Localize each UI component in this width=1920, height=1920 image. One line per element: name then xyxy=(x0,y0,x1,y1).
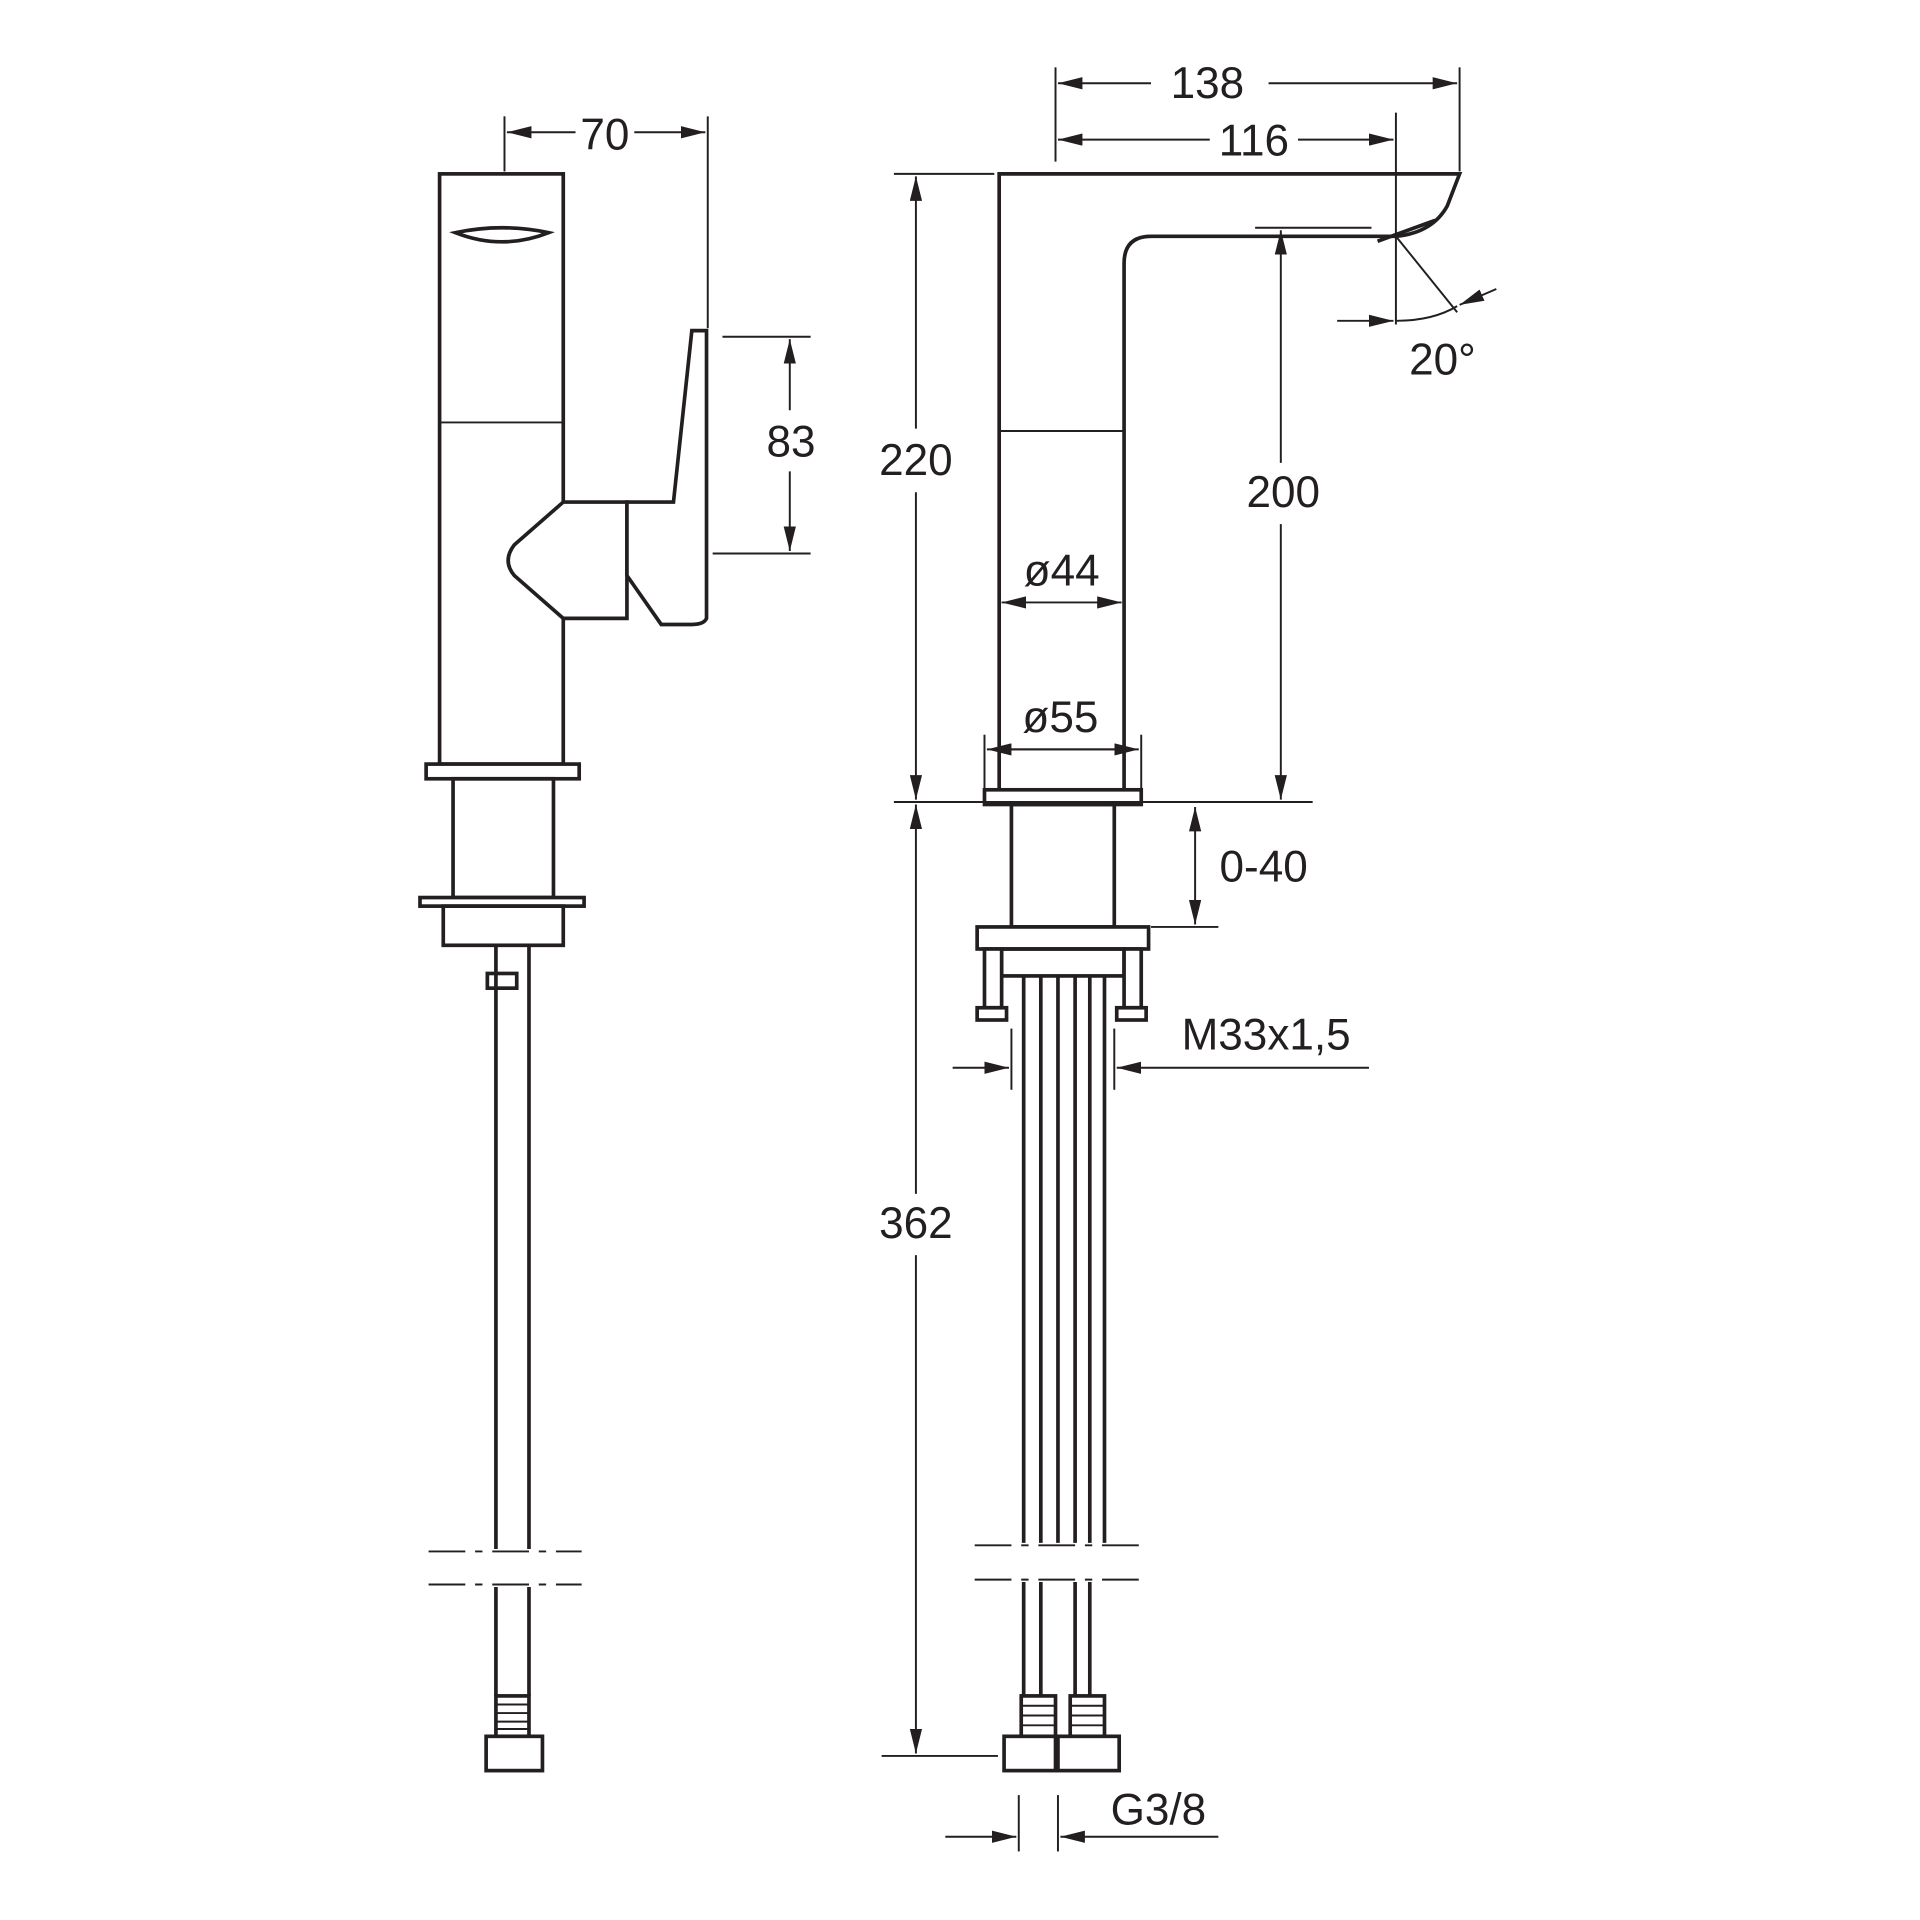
width-70-label: 70 xyxy=(580,110,629,159)
angle-20-label: 20° xyxy=(1409,336,1476,385)
clearance-200-label: 200 xyxy=(1246,468,1320,517)
hoses xyxy=(974,975,1142,1773)
projection-138-label: 138 xyxy=(1171,59,1245,108)
side-body xyxy=(437,172,566,766)
height-220-label: 220 xyxy=(879,436,953,485)
lever-83-label: 83 xyxy=(767,418,816,467)
diameter-44-label: ø44 xyxy=(1024,546,1100,595)
lever-handle xyxy=(625,328,709,627)
side-view: 70 83 xyxy=(418,110,816,1773)
lever-hub xyxy=(506,500,629,621)
diameter-55-label: ø55 xyxy=(1022,693,1098,742)
connection-label: G3/8 xyxy=(1111,1785,1207,1834)
hose-362-label: 362 xyxy=(879,1199,953,1248)
aerator xyxy=(449,225,555,244)
thread-label: M33x1,5 xyxy=(1182,1010,1351,1059)
reach-116-label: 116 xyxy=(1219,117,1289,166)
front-view: 138 116 20° 220 200 ø44 ø55 0-40 M33x1,5… xyxy=(879,59,1497,1852)
deck-thickness-label: 0-40 xyxy=(1220,843,1308,892)
